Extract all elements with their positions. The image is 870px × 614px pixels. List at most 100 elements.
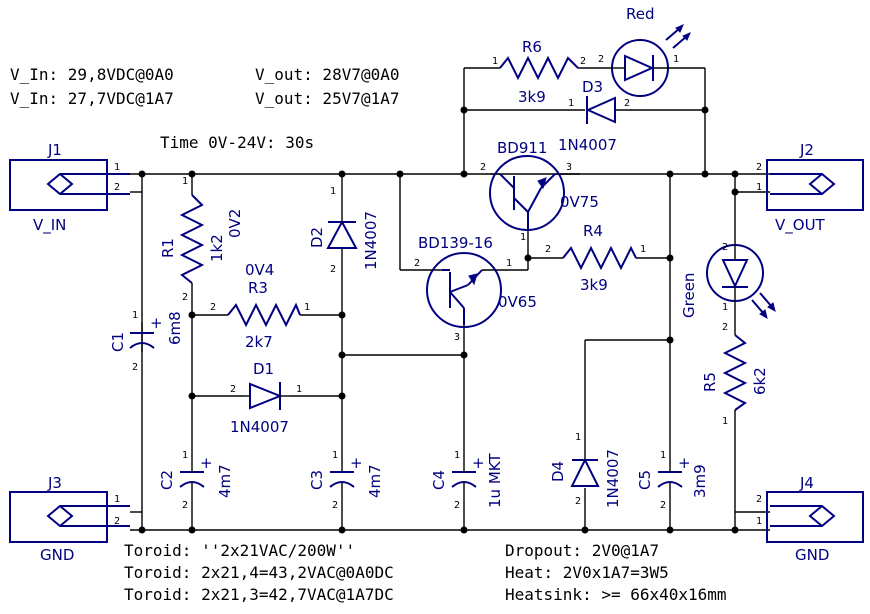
junction-dot [460,351,468,359]
junction-dot [338,392,346,400]
svg-text:+: + [678,454,691,472]
svg-text:1: 1 [492,56,498,67]
diode-d3: D3 1N4007 1 2 [558,78,630,154]
svg-text:1: 1 [640,244,646,255]
connector-j3: J3 GND 1 2 [9,474,130,564]
svg-text:1: 1 [182,450,188,461]
svg-text:2: 2 [330,264,336,275]
junction-dot [188,311,196,319]
resistor-r3: R3 2k7 0V4 2 1 [210,261,310,351]
voltage-reading: 0V4 [245,261,274,279]
svg-text:2: 2 [580,56,586,67]
svg-text:3: 3 [454,332,460,343]
svg-text:2: 2 [756,494,762,505]
junction-dot [666,336,674,344]
junctions [138,106,739,534]
component-ref: D2 [308,227,326,248]
component-value: 6m8 [166,311,184,345]
component-value: 1N4007 [362,211,380,270]
component-value: Green [680,273,698,318]
note-toroid-1: Toroid: ''2x21VAC/200W'' [124,541,355,560]
svg-text:+: + [150,314,163,332]
svg-text:2: 2 [575,496,581,507]
component-value: 1N4007 [558,136,617,154]
junction-dot [338,170,346,178]
junction-dot [731,170,739,178]
svg-text:2: 2 [480,162,486,173]
component-ref: R6 [522,38,542,56]
connector-j1: J1 V_IN 1 2 [9,141,130,235]
voltage-reading: 0V2 [226,209,244,238]
component-ref: D3 [582,78,603,96]
junction-dot [188,170,196,178]
svg-text:1: 1 [506,258,512,269]
component-ref: C4 [430,470,448,490]
resistor-r6: R6 3k9 1 2 [492,38,586,106]
note-vout-1a7: V_out: 25V7@1A7 [255,89,400,108]
junction-dot [338,351,346,359]
junction-dot [188,392,196,400]
junction-dot [396,170,404,178]
junction-dot [460,526,468,534]
svg-text:3: 3 [566,162,572,173]
svg-text:+: + [200,454,213,472]
svg-text:2: 2 [454,500,460,511]
transistor-bd139: BD139-16 0V65 2 1 3 [414,234,537,343]
diode-d1: D1 1N4007 2 1 [230,360,302,436]
note-heat: Heat: 2V0x1A7=3W5 [505,563,669,582]
junction-dot [524,254,532,262]
note-vin-1a7: V_In: 27,7VDC@1A7 [10,89,174,108]
svg-text:2: 2 [182,500,188,511]
svg-text:+: + [472,454,485,472]
svg-text:2: 2 [210,302,216,313]
junction-dot [666,526,674,534]
svg-text:1: 1 [332,450,338,461]
connector-label: V_IN [33,216,66,235]
resistor-r4: R4 3k9 2 1 [545,222,646,294]
component-value: 1k2 [208,234,226,262]
led-green: Green 2 1 [680,242,776,320]
junction-dot [701,170,709,178]
svg-text:2: 2 [722,242,728,253]
svg-text:2: 2 [722,322,728,333]
svg-text:1: 1 [575,432,581,443]
component-value: Red [626,5,655,23]
svg-text:2: 2 [182,292,188,303]
component-value: 3k9 [518,88,546,106]
component-value: BD139-16 [418,234,493,252]
svg-text:1: 1 [114,162,120,173]
junction-dot [666,254,674,262]
capacitor-c2: + C2 4m7 1 2 [158,450,234,511]
component-ref: D1 [253,360,274,378]
component-ref: C5 [636,470,654,490]
svg-text:1: 1 [722,302,728,313]
junction-dot [188,526,196,534]
svg-text:1: 1 [114,494,120,505]
resistor-r5: R5 6k2 2 1 [701,322,769,427]
svg-text:1: 1 [520,232,526,243]
connector-label: GND [40,546,74,564]
svg-text:2: 2 [598,54,604,65]
connector-j4: J4 GND 2 1 [756,474,864,564]
svg-text:1: 1 [132,310,138,321]
component-value: 4m7 [366,464,384,498]
note-dropout: Dropout: 2V0@1A7 [505,541,659,560]
diode-d2: D2 1N4007 1 2 [308,186,380,275]
note-vout-0a: V_out: 28V7@0A0 [255,65,400,84]
component-value: BD911 [497,139,547,157]
diode-d4: D4 1N4007 1 2 [549,432,622,508]
junction-dot [338,311,346,319]
svg-text:2: 2 [414,258,420,269]
junction-dot [338,526,346,534]
svg-text:1: 1 [454,450,460,461]
component-value: 4m7 [216,464,234,498]
capacitor-c4: + C4 1u MKT 1 2 [430,450,504,511]
component-ref: R5 [701,372,719,392]
svg-text:2: 2 [114,182,120,193]
component-value: 1u MKT [486,453,504,508]
component-value: 3k9 [580,276,608,294]
svg-text:2: 2 [230,384,236,395]
svg-text:1: 1 [660,450,666,461]
svg-text:2: 2 [545,244,551,255]
